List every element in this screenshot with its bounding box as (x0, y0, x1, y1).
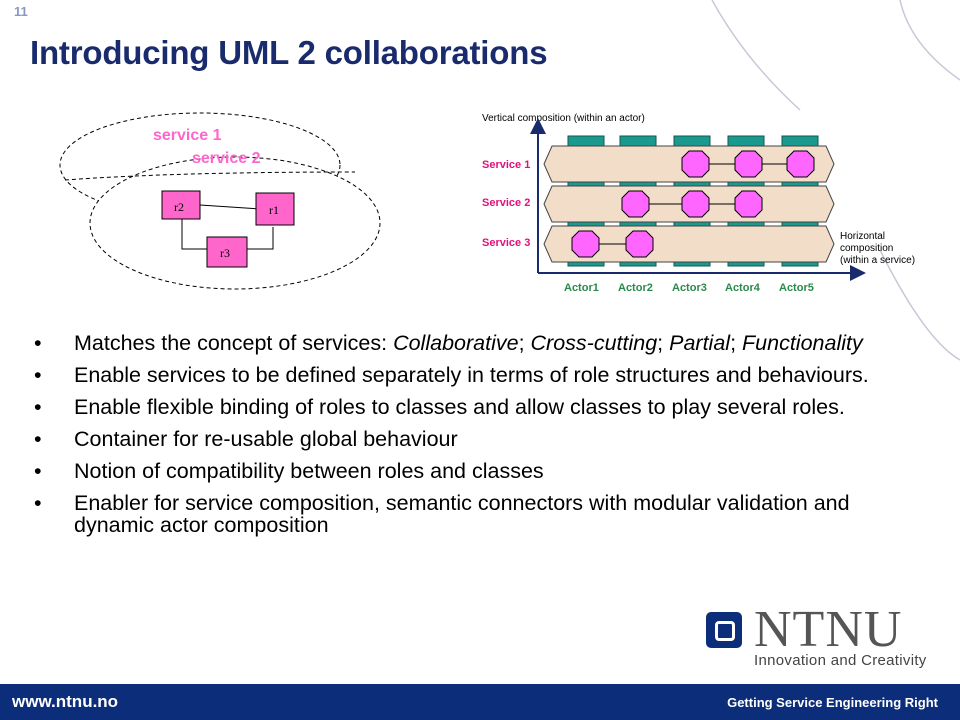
actor-label-1: Actor1 (564, 282, 599, 294)
role-r2 (161, 190, 201, 220)
bullet-list: Matches the concept of services: Collabo… (34, 332, 924, 546)
service2-label: service 2 (192, 150, 261, 167)
bullet-item: Enabler for service composition, semanti… (34, 492, 924, 536)
slide-number: 11 (14, 4, 28, 19)
horizontal-label-3: (within a service) (840, 255, 915, 266)
actor-label-2: Actor2 (618, 282, 653, 294)
horizontal-label-2: composition (840, 243, 893, 254)
bullet-item: Enable flexible binding of roles to clas… (34, 396, 924, 418)
actor-label-4: Actor4 (725, 282, 761, 294)
logo-name: NTNU (754, 601, 903, 658)
actor-label-3: Actor3 (672, 282, 707, 294)
role-label-r2: r2 (174, 200, 184, 214)
bullet-item: Matches the concept of services: Collabo… (34, 332, 924, 354)
bullet-item: Notion of compatibility between roles an… (34, 460, 924, 482)
service1-label: service 1 (153, 127, 222, 144)
page-title: Introducing UML 2 collaborations (30, 34, 548, 71)
service2-ellipse (89, 156, 381, 290)
role-label-r1: r1 (269, 203, 279, 217)
bullet-item: Container for re-usable global behaviour (34, 428, 924, 450)
horizontal-label-1: Horizontal (840, 231, 885, 242)
bullet-item: Enable services to be defined separately… (34, 364, 924, 386)
footer-bar: www.ntnu.no Getting Service Engineering … (0, 684, 960, 720)
role-r1 (255, 192, 295, 226)
footer-url[interactable]: www.ntnu.no (12, 692, 119, 711)
vertical-composition-label: Vertical composition (within an actor) (482, 113, 645, 124)
ntnu-logo: NTNU Innovation and Creativity (706, 601, 946, 674)
composition-diagram: Vertical composition (within an actor) (482, 113, 915, 294)
service-label-3: Service 3 (482, 237, 530, 249)
actor-label-5: Actor5 (779, 282, 814, 294)
service1-ellipse (59, 112, 341, 218)
service-collaboration-diagram: service 1 service 2 r2 r1 r3 (59, 112, 381, 290)
service3-band (543, 225, 835, 263)
footer-tagline: Getting Service Engineering Right (727, 695, 938, 710)
role-r3 (206, 236, 248, 268)
service-label-1: Service 1 (482, 159, 530, 171)
ntnu-logo-icon (706, 612, 742, 648)
service-label-2: Service 2 (482, 197, 530, 209)
role-label-r3: r3 (220, 246, 230, 260)
logo-tagline: Innovation and Creativity (754, 652, 927, 669)
